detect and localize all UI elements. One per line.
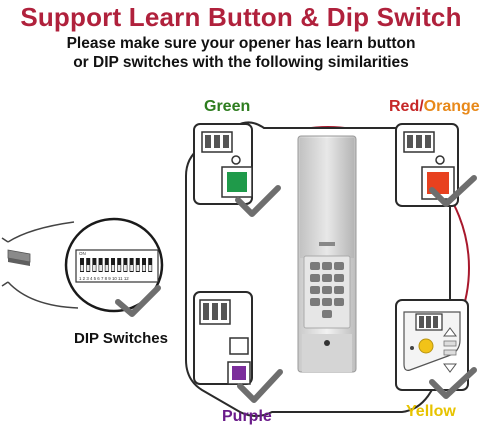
dip-number-row: 1 2 3 4 5 6 7 8 9 10 11 12 [79, 276, 129, 281]
subtitle-line-1: Please make sure your opener has learn b… [66, 35, 416, 52]
page-title: Support Learn Button & Dip Switch [20, 2, 462, 32]
checkmark-icon [235, 185, 281, 217]
green-button-swatch [227, 172, 247, 192]
purple-learn-button-card [193, 291, 283, 403]
label-green: Green [204, 98, 251, 115]
checkmark-icon [429, 175, 477, 207]
dip-switch-knob [136, 265, 140, 271]
label-orange: Orange [423, 98, 480, 115]
dip-switch-knob [93, 265, 96, 271]
label-red-orange: Red/Orange [389, 98, 480, 116]
green-learn-button-card [193, 123, 281, 217]
dip-switch-knob [148, 265, 152, 271]
red-learn-button-card [395, 123, 477, 207]
purple-button-swatch [232, 366, 246, 380]
dip-switch-knob [142, 265, 146, 271]
dip-switch-knob [124, 265, 127, 271]
checkmark-icon [115, 285, 161, 317]
checkmark-icon [237, 369, 283, 403]
label-purple: Purple [222, 408, 272, 425]
dip-switch-knob [105, 265, 109, 271]
dip-switch-illustration [1, 217, 164, 317]
yellow-button-swatch [418, 338, 434, 354]
label-red: Red/ [389, 98, 424, 115]
dip-on-label: ON [79, 251, 86, 256]
keypad-buttons [310, 262, 344, 318]
dip-switch-knob [130, 265, 133, 271]
label-yellow: Yellow [406, 403, 456, 420]
yellow-learn-button-card [395, 299, 477, 399]
dip-switch-knob [117, 265, 121, 271]
dip-switch-knob [111, 265, 115, 271]
label-dip-switches: DIP Switches [74, 330, 168, 347]
checkmark-icon [429, 367, 477, 399]
dip-switch-knob [86, 265, 90, 271]
keypad-device [297, 135, 357, 373]
dip-switch-knob [99, 265, 102, 271]
subtitle-line-2: or DIP switches with the following simil… [73, 54, 409, 71]
dip-switch-knob [80, 265, 84, 271]
